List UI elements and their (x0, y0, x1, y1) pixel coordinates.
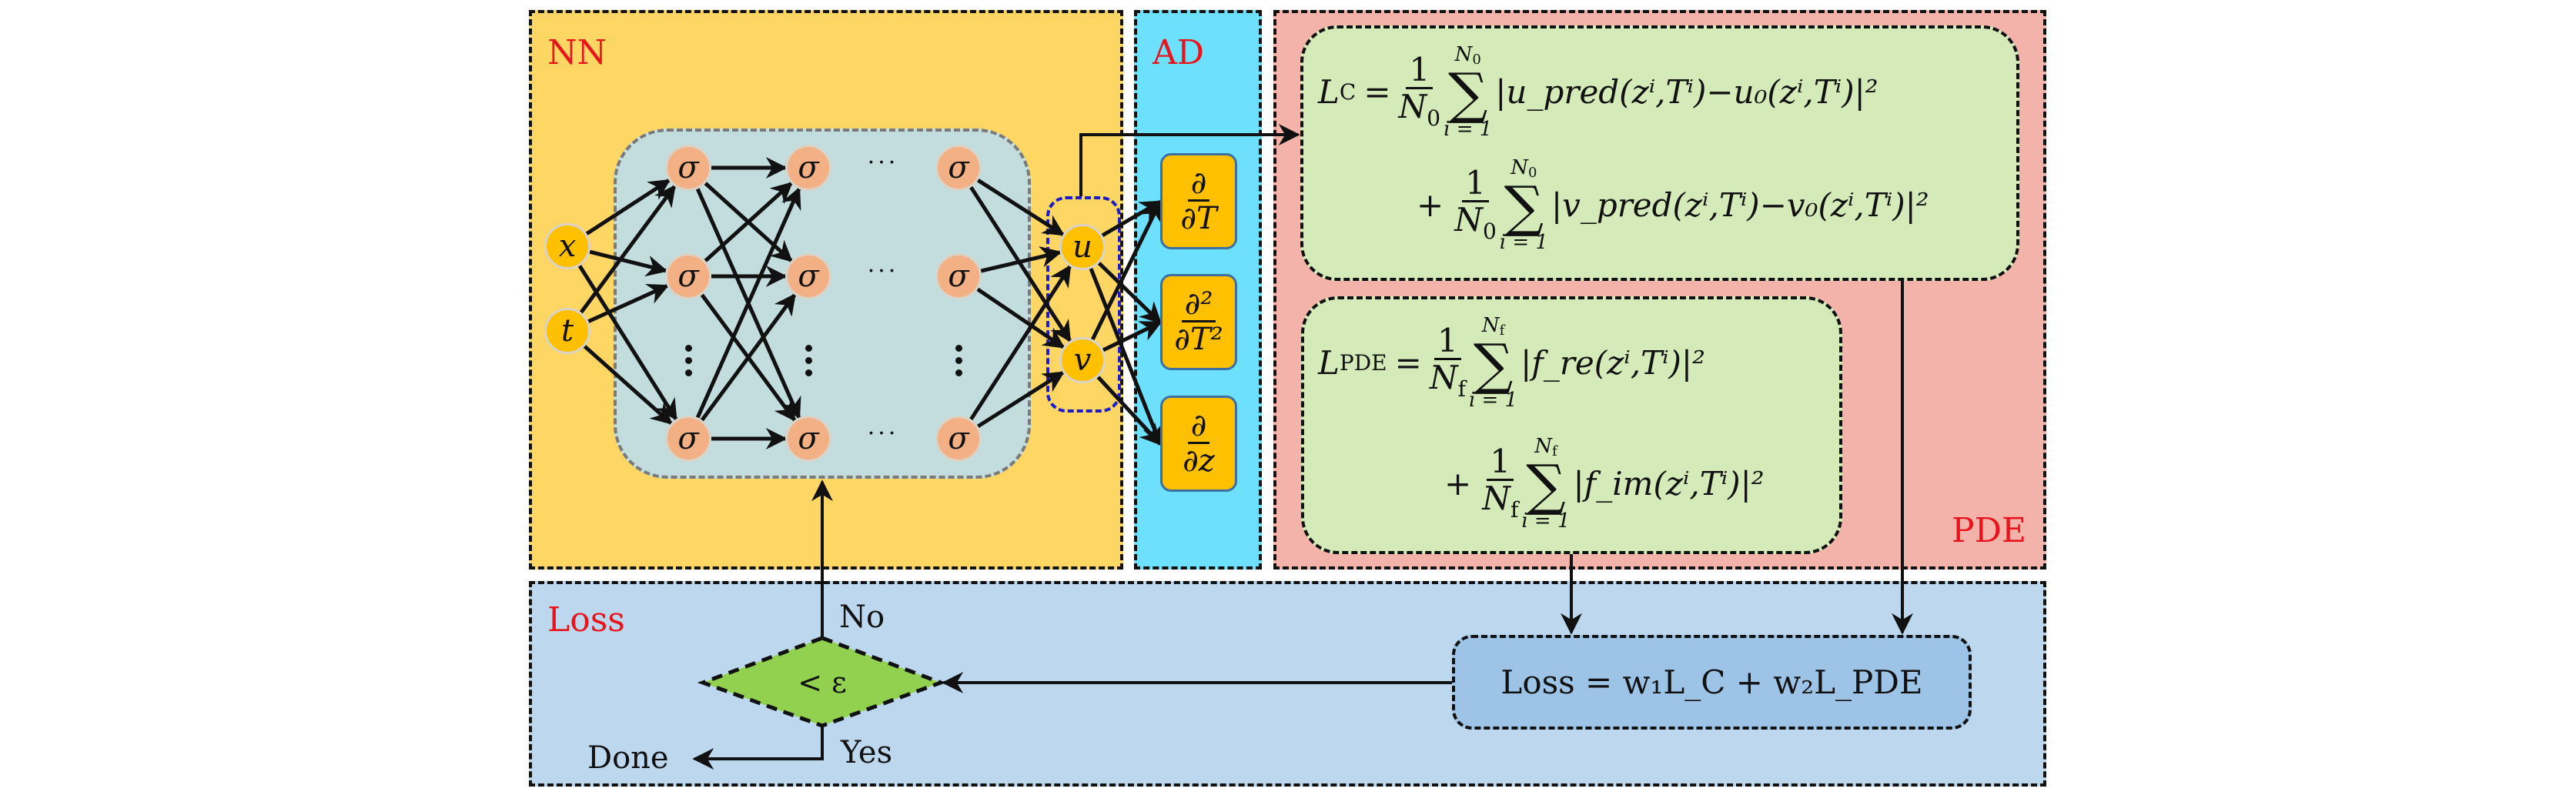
sum-bottom: i = 1 (1468, 389, 1518, 413)
frac-den: N (1429, 359, 1458, 397)
loss-label: Loss (547, 600, 625, 640)
input-node-x: x (544, 223, 590, 269)
sum-top-sub: 0 (1472, 52, 1481, 68)
decision-condition: < ε (798, 666, 847, 700)
loss-total-formula: Loss = w₁L_C + w₂L_PDE (1500, 663, 1923, 701)
output-node-u: u (1059, 224, 1106, 270)
lpde-lhs-sub: PDE (1339, 350, 1387, 376)
frac-num: 1 (1487, 445, 1514, 482)
lc-lhs-sub: C (1339, 79, 1357, 105)
hidden-node: σ (785, 416, 831, 462)
hidden-node: σ (665, 145, 711, 191)
frac-num: 1 (1406, 53, 1434, 90)
hidden-node: σ (785, 145, 831, 191)
frac-num: 1 (1462, 166, 1489, 203)
frac-den: N (1398, 88, 1427, 126)
frac-num: 1 (1434, 324, 1461, 361)
ad-denominator: ∂T (1180, 201, 1217, 236)
ad-numerator: ∂ (1187, 409, 1210, 444)
frac-den-sub: 0 (1482, 219, 1497, 245)
lpde-term1-body: |f_re(zⁱ,Tⁱ)|² (1521, 344, 1705, 382)
ad-denominator: ∂z (1183, 443, 1215, 479)
yes-label: Yes (841, 735, 893, 770)
hidden-node: σ (935, 416, 982, 462)
no-label: No (839, 600, 885, 635)
vertical-ellipsis (955, 345, 962, 382)
sum-top: N (1481, 314, 1500, 337)
lc-lhs: L (1318, 73, 1340, 112)
ad-numerator: ∂² (1181, 288, 1216, 322)
input-node-t: t (544, 308, 590, 354)
frac-den: N (1482, 479, 1510, 518)
sum-bottom: i = 1 (1521, 509, 1571, 533)
hidden-node: σ (935, 253, 982, 299)
sum-top: N (1534, 435, 1552, 458)
sum-top-sub: f (1551, 443, 1557, 459)
frac-den: N (1454, 201, 1483, 239)
lpde-lhs: L (1318, 344, 1340, 382)
ad-operator-d-dz[interactable]: ∂∂z (1160, 396, 1237, 492)
nn-label: NN (547, 33, 607, 72)
sum-top: N (1510, 156, 1529, 179)
ad-label: AD (1153, 33, 1205, 72)
vertical-ellipsis (805, 345, 812, 382)
ad-numerator: ∂ (1187, 167, 1210, 202)
ad-operator-d2-dT2[interactable]: ∂²∂T² (1160, 274, 1237, 370)
sum-top-sub: 0 (1528, 165, 1537, 181)
hidden-node: σ (935, 145, 982, 191)
hidden-node: σ (665, 253, 711, 299)
frac-den-sub: 0 (1427, 105, 1441, 132)
pde-label: PDE (1951, 511, 2026, 550)
ad-operator-d-dT[interactable]: ∂∂T (1160, 153, 1237, 249)
frac-den-sub: f (1457, 376, 1466, 403)
horizontal-ellipsis: ··· (867, 149, 899, 176)
lc-term1-body: |u_pred(zⁱ,Tⁱ)−u₀(zⁱ,Tⁱ)|² (1495, 73, 1878, 112)
output-node-v: v (1059, 337, 1106, 383)
frac-den-sub: f (1510, 497, 1519, 523)
sum-bottom: i = 1 (1444, 118, 1493, 142)
vertical-ellipsis (684, 345, 692, 382)
lpde-term2-body: |f_im(zⁱ,Tⁱ)|² (1573, 465, 1765, 503)
lpde-formula-box (1301, 296, 1842, 554)
ad-denominator: ∂T² (1174, 322, 1223, 357)
sum-top: N (1454, 43, 1473, 66)
horizontal-ellipsis: ··· (867, 258, 899, 285)
hidden-node: σ (665, 416, 711, 462)
loss-total-box: Loss = w₁L_C + w₂L_PDE (1452, 635, 1972, 730)
sum-top-sub: f (1499, 322, 1505, 339)
horizontal-ellipsis: ··· (867, 420, 899, 447)
done-label: Done (587, 740, 669, 776)
hidden-node: σ (785, 253, 831, 299)
sum-bottom: i = 1 (1499, 231, 1548, 255)
lc-formula-box (1300, 25, 2019, 281)
lc-term2-body: |v_pred(zⁱ,Tⁱ)−v₀(zⁱ,Tⁱ)|² (1551, 186, 1929, 225)
